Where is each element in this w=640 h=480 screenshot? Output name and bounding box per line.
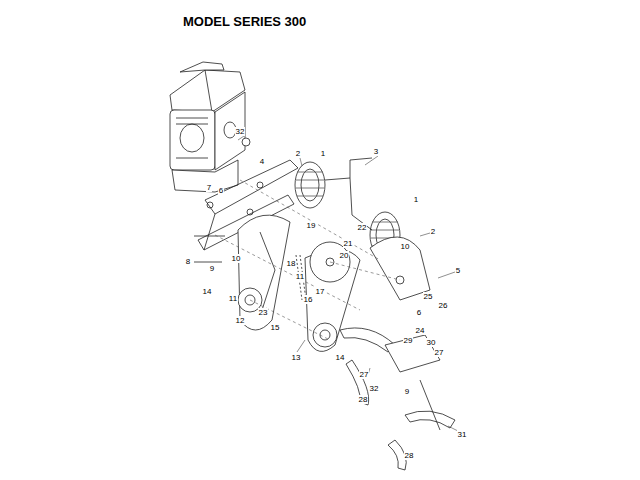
callout-number: 10 — [400, 242, 411, 251]
callout-number: 12 — [235, 316, 246, 325]
assembly-lines-part — [215, 180, 400, 340]
callout-number: 9 — [404, 387, 410, 396]
callout-number: 24 — [415, 326, 426, 335]
callout-number: 11 — [228, 294, 238, 303]
callout-number: 3 — [373, 147, 379, 156]
callout-number: 1 — [413, 195, 419, 204]
callout-number: 2 — [430, 227, 436, 236]
engine-part — [205, 70, 212, 112]
chain-cases — [238, 215, 430, 351]
chain-cases-part — [313, 323, 337, 347]
handle-frame-part — [257, 182, 263, 188]
callout-number: 14 — [335, 353, 346, 362]
callout-number: 6 — [218, 186, 224, 195]
engine-part — [242, 138, 250, 146]
callout-number: 23 — [258, 308, 269, 317]
callout-number: 4 — [259, 157, 265, 166]
callout-number: 32 — [369, 384, 380, 393]
callout-number: 32 — [235, 127, 246, 136]
engine-part — [215, 92, 245, 170]
callout-number: 9 — [209, 264, 215, 273]
engine-part — [172, 160, 238, 192]
handle-frame-part — [194, 236, 225, 262]
tines-part — [346, 360, 369, 405]
handle-frame-part — [207, 202, 213, 208]
callout-number: 11 — [295, 272, 305, 281]
wheels-part — [295, 162, 325, 208]
callout-number: 14 — [202, 287, 213, 296]
tines — [340, 328, 455, 470]
callout-number: 27 — [434, 348, 445, 357]
engine-part — [180, 124, 204, 152]
callout-number: 21 — [343, 239, 354, 248]
diagram-title: MODEL SERIES 300 — [183, 14, 306, 29]
callout-number: 30 — [426, 338, 437, 347]
callout-number: 2 — [295, 149, 301, 158]
leader-lines-part — [238, 136, 460, 432]
callout-number: 26 — [438, 301, 449, 310]
callout-number: 28 — [404, 451, 415, 460]
tines-part — [420, 380, 440, 430]
callout-number: 18 — [286, 259, 297, 268]
chain-cases-part — [260, 232, 275, 310]
callout-number: 8 — [185, 257, 191, 266]
callout-number: 16 — [303, 295, 314, 304]
callout-number: 6 — [416, 308, 422, 317]
chain-cases-part — [238, 215, 290, 330]
callout-number: 13 — [291, 353, 302, 362]
callout-number: 19 — [306, 221, 317, 230]
callout-number: 25 — [423, 292, 434, 301]
handle-frame-part — [247, 209, 253, 215]
engine-part — [170, 110, 215, 170]
engine-part — [180, 62, 224, 72]
callout-number: 22 — [357, 223, 368, 232]
wheels-part — [296, 172, 324, 196]
tines-part — [385, 335, 440, 372]
callout-number: 31 — [457, 430, 468, 439]
engine-part — [176, 118, 208, 158]
callout-number: 27 — [359, 370, 370, 379]
callout-number: 10 — [231, 254, 242, 263]
assembly-lines — [215, 180, 400, 340]
tines-part — [405, 411, 455, 428]
callout-number: 29 — [403, 336, 414, 345]
leader-lines — [238, 136, 460, 432]
wheels-part — [325, 158, 372, 230]
callout-number: 28 — [358, 395, 369, 404]
engine — [170, 62, 250, 192]
callout-number: 17 — [315, 287, 326, 296]
callout-number: 7 — [206, 183, 212, 192]
chain-cases-part — [320, 330, 330, 340]
callout-number: 20 — [339, 251, 350, 260]
callout-number: 15 — [270, 323, 281, 332]
callout-number: 5 — [455, 266, 461, 275]
callout-number: 1 — [320, 149, 326, 158]
chain-cases-part — [370, 237, 430, 300]
handle-frame-part — [204, 214, 215, 250]
handle-frame-part — [205, 160, 298, 214]
